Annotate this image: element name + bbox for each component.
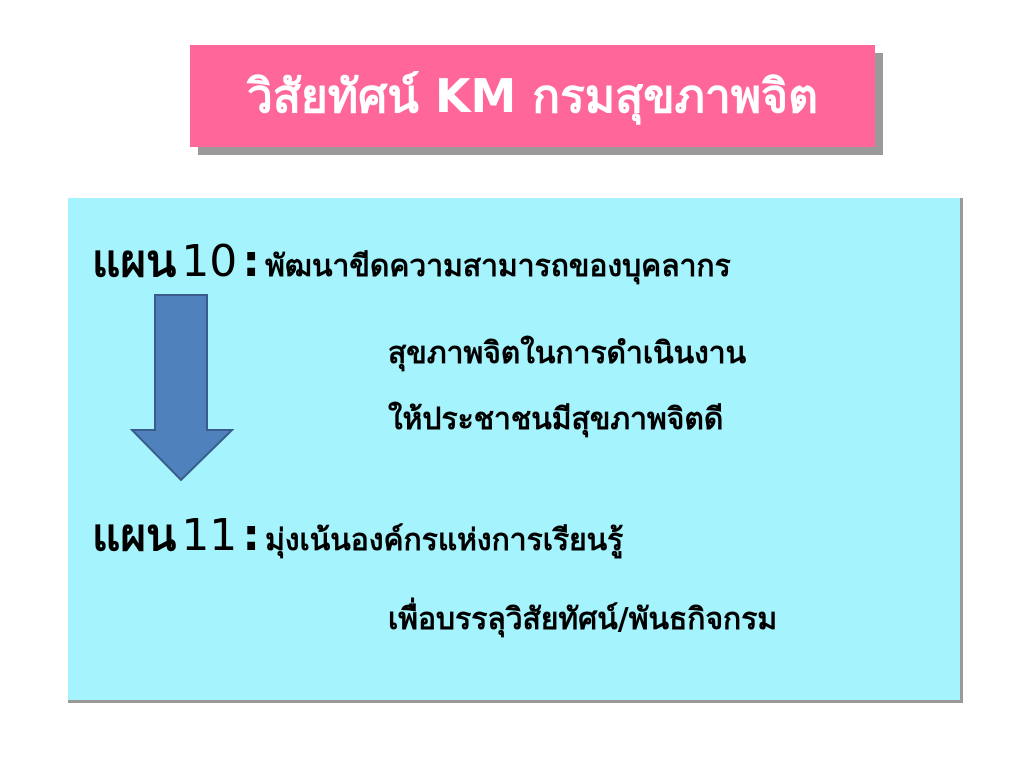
slide-title: วิสัยทัศน์ KM กรมสุขภาพจิต	[247, 68, 818, 123]
plan10-description: พัฒนาขีดความสามารถของบุคลากร	[265, 249, 731, 284]
plan11-number: 11	[181, 510, 238, 561]
plan11-heading: แผน 11 : มุ่งเน้นองค์กรแห่งการเรียนรู้	[92, 500, 623, 570]
title-banner: วิสัยทัศน์ KM กรมสุขภาพจิต	[190, 45, 875, 147]
plan10-line-2: ให้ประชาชนมีสุขภาพจิตดี	[388, 402, 724, 437]
plan10-word: แผน	[92, 236, 177, 287]
down-arrow-icon	[130, 294, 234, 482]
plan10-line-1: สุขภาพจิตในการดำเนินงาน	[388, 336, 747, 371]
plan10-colon: :	[242, 236, 261, 287]
plan11-colon: :	[242, 510, 261, 561]
plan11-description: มุ่งเน้นองค์กรแห่งการเรียนรู้	[265, 523, 624, 558]
plan11-word: แผน	[92, 510, 177, 561]
plan11-line-1: เพื่อบรรลุวิสัยทัศน์/พันธกิจกรม	[388, 602, 778, 637]
plan10-heading: แผน 10 : พัฒนาขีดความสามารถของบุคลากร	[92, 226, 731, 296]
plan10-number: 10	[181, 236, 238, 287]
content-panel	[68, 198, 963, 703]
